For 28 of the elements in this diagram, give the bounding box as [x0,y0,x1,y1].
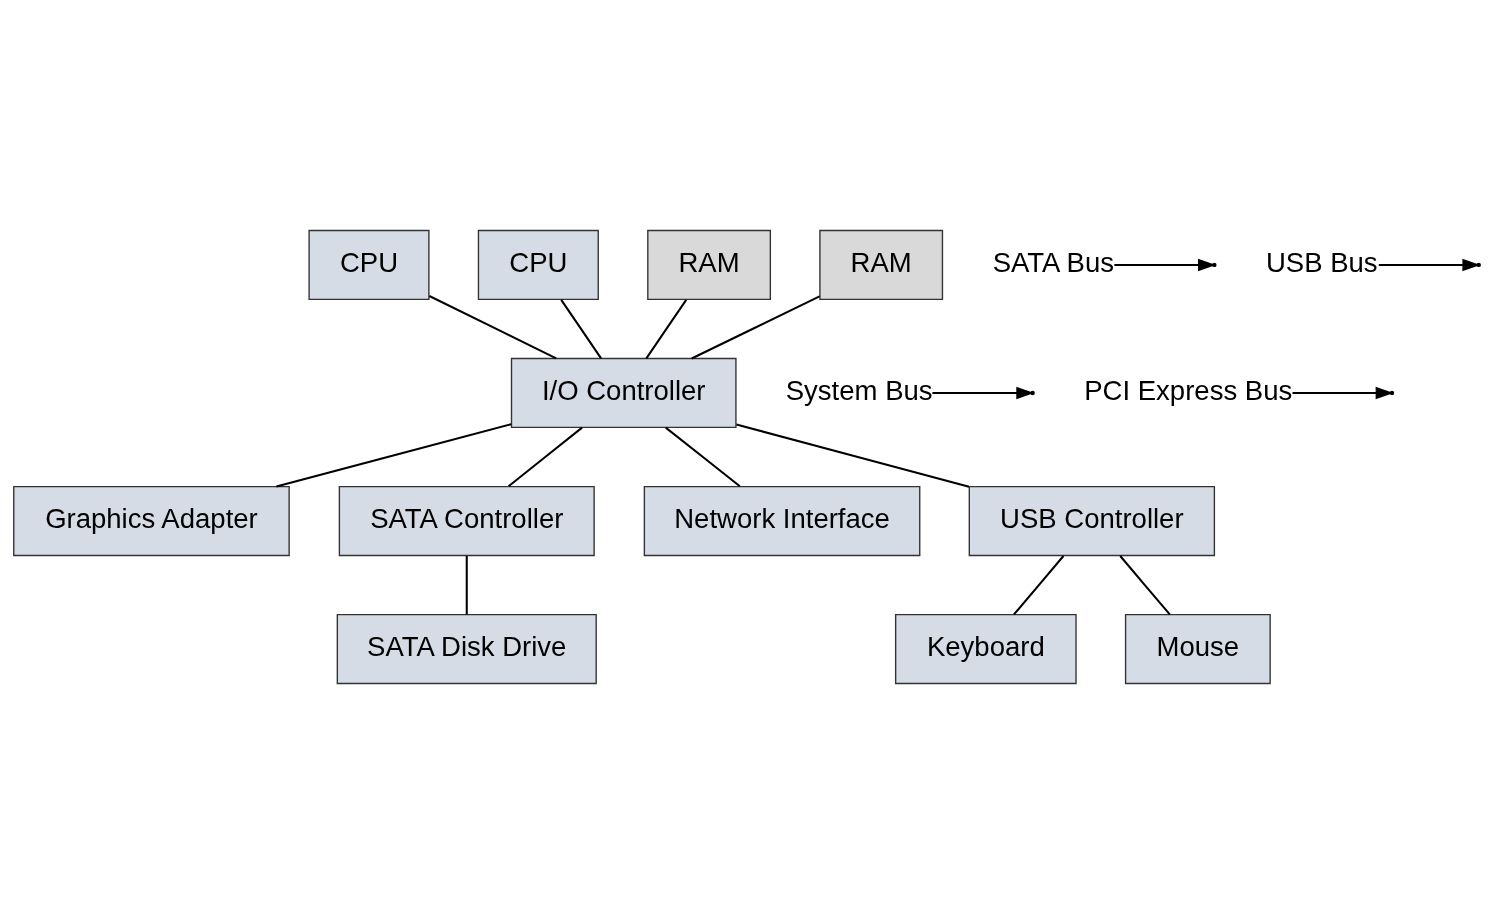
connector [645,299,688,359]
node-box: SATA Controller [338,485,595,557]
connector [428,295,557,360]
node-text: System Bus [785,374,933,406]
connector [507,426,583,488]
node-box: CPU [477,229,599,301]
node-box: CPU [308,229,430,301]
node-box: USB Controller [968,485,1216,557]
node-box: RAM [647,229,772,301]
node-box: Graphics Adapter [13,485,290,557]
node-text: SATA Bus [992,246,1114,278]
node-box: Network Interface [643,485,921,557]
connector [1119,555,1171,616]
connector [665,426,741,488]
connector [736,423,970,488]
node-box: SATA Disk Drive [336,613,597,685]
connector [276,423,512,488]
node-box: I/O Controller [510,357,737,429]
node-box: RAM [819,229,944,301]
connector [560,299,602,359]
node-text: USB Bus [1265,246,1378,278]
connector [1013,555,1065,616]
node-box: Keyboard [894,613,1077,685]
arrow [1292,386,1394,400]
connector [465,556,468,615]
node-box: Mouse [1124,613,1271,685]
connector [691,295,820,360]
node-text: PCI Express Bus [1084,374,1293,406]
